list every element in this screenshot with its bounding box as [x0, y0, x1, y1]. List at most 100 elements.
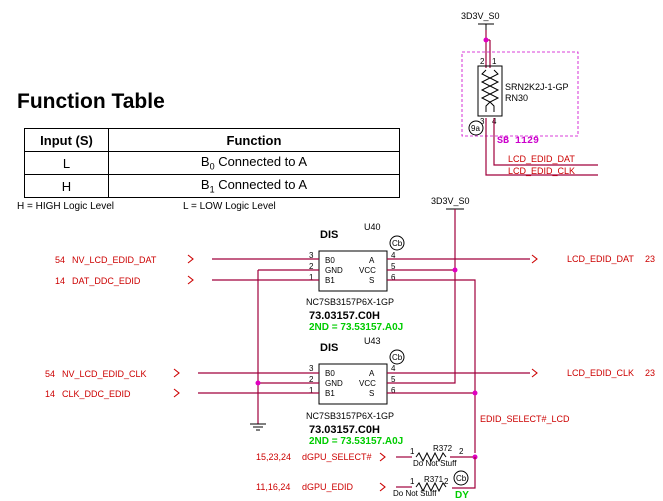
stuff-box	[461, 51, 579, 137]
wire-lcd-edid-dat	[493, 118, 598, 166]
u40-pin-num: 4	[391, 251, 396, 260]
u43-pin-num: 3	[309, 364, 314, 373]
rn-part: SRN2K2J-1-GP	[505, 82, 569, 92]
u43-pin-num: 1	[309, 386, 314, 395]
mux-u40: DIS U40 Cb B0 GND B1 A VCC S 3 2 1 4 5 6…	[55, 222, 655, 453]
function-suffix: Connected to A	[214, 177, 308, 193]
net-label-dgpu-select: dGPU_SELECT#	[302, 452, 372, 462]
u43-out-page: 23	[645, 368, 655, 378]
function-table-title: Function Table	[17, 90, 165, 113]
header-input: Input (S)	[24, 128, 109, 152]
legend-high: H = HIGH Logic Level	[17, 201, 114, 212]
u43-pin-name: A	[369, 369, 375, 378]
power-label-mux: 3D3V_S0	[431, 196, 470, 206]
r371-tag: DY	[455, 490, 469, 501]
resistor-r371-icon	[415, 481, 447, 493]
r372-page: 15,23,24	[256, 452, 291, 462]
function-table: Input (S) Function L B0 Connected to A H…	[24, 128, 400, 198]
net-label-dat-ddc-edid: DAT_DDC_EDID	[72, 276, 141, 286]
mux-power: 3D3V_S0	[431, 196, 470, 380]
rn-body	[477, 65, 503, 117]
net-label-nv-lcd-edid-clk: NV_LCD_EDID_CLK	[62, 369, 147, 379]
row-function: B1 Connected to A	[108, 174, 400, 198]
rn-ref: RN30	[505, 93, 528, 103]
function-prefix: B	[200, 154, 210, 170]
r371-badge-text: Cb	[456, 474, 467, 483]
u40-ref: U40	[364, 222, 381, 232]
u43-ref: U43	[364, 336, 381, 346]
badge-icon	[389, 349, 405, 365]
wire-select-down	[452, 457, 476, 489]
r372-pin2: 2	[459, 447, 464, 456]
u40-pin-name: B1	[325, 276, 335, 285]
u43-pin-num: 4	[391, 364, 396, 373]
junction-dot	[472, 390, 478, 396]
u40-pin-name: S	[369, 276, 374, 285]
resistor-zigzag-2	[488, 69, 500, 112]
resistor-network-rn30: 3D3V_S0 2 1 3 4 SRN2K2J-1-GP RN30 9a SB …	[461, 11, 598, 176]
u40-in-top-page: 54	[55, 255, 65, 265]
wire-lcd-edid-clk	[485, 118, 598, 176]
r371-ref: R371	[424, 475, 444, 484]
function-prefix: B	[200, 177, 210, 193]
r372-note: Do Not Stuff	[413, 459, 457, 468]
u40-in-bot-page: 14	[55, 276, 65, 286]
rn-badge-text: 9a	[471, 124, 480, 133]
u43-in-bot-page: 14	[45, 389, 55, 399]
net-label-edid-select: EDID_SELECT#_LCD	[480, 414, 570, 424]
junction-dot	[255, 380, 261, 386]
offpage-arrow-icon	[187, 254, 194, 264]
u43-pin-num: 5	[391, 375, 396, 384]
u40-pin-name: VCC	[359, 266, 376, 275]
row-function: B0 Connected to A	[108, 151, 400, 175]
u40-pin-num: 6	[391, 273, 396, 282]
u43-badge-text: Cb	[392, 353, 403, 362]
u43-pin-num: 6	[391, 386, 396, 395]
rn-pin-3: 3	[480, 117, 485, 126]
r372-pin1: 1	[410, 447, 415, 456]
u40-dis: DIS	[320, 229, 338, 241]
rn-pin-1: 1	[492, 57, 497, 66]
badge-icon	[468, 120, 484, 136]
net-label-nv-lcd-edid-dat: NV_LCD_EDID_DAT	[72, 255, 157, 265]
u40-pin-num: 1	[309, 273, 314, 282]
u43-pin-name: B0	[325, 369, 335, 378]
junction-dot	[483, 37, 489, 43]
u40-part: NC7SB3157P6X-1GP	[306, 297, 394, 307]
power-label-rn: 3D3V_S0	[461, 11, 500, 21]
u43-in-top-page: 54	[45, 369, 55, 379]
offpage-arrow-icon	[173, 388, 180, 398]
u40-alt: 2ND = 73.53157.A0J	[309, 322, 403, 333]
legend-low: L = LOW Logic Level	[183, 201, 276, 212]
u40-out-page: 23	[645, 254, 655, 264]
r371-note: Do Not Stuff	[393, 489, 437, 498]
offpage-arrow-icon	[379, 482, 386, 492]
row-input: H	[24, 174, 109, 198]
badge-icon	[453, 470, 469, 486]
u43-pin-num: 2	[309, 375, 314, 384]
net-label-lcd-edid-clk-out: LCD_EDID_CLK	[567, 368, 634, 378]
u40-pin-num: 2	[309, 262, 314, 271]
offpage-arrow-icon	[531, 368, 538, 378]
ground-symbol	[250, 270, 266, 431]
u40-body	[318, 250, 388, 292]
row-input: L	[24, 151, 109, 175]
u43-part: NC7SB3157P6X-1GP	[306, 411, 394, 421]
u40-pin-num: 3	[309, 251, 314, 260]
u43-pin-name: VCC	[359, 379, 376, 388]
resistor-r372-icon	[415, 451, 447, 463]
u40-badge-text: Cb	[392, 239, 403, 248]
resistor-zigzag-1	[480, 69, 492, 112]
net-label-clk-ddc-edid: CLK_DDC_EDID	[62, 389, 131, 399]
u40-pin-name: B0	[325, 256, 335, 265]
u43-body	[318, 363, 388, 405]
badge-icon	[389, 235, 405, 251]
wire-u40-s	[387, 279, 476, 453]
function-sub: 0	[209, 161, 215, 172]
u40-pn: 73.03157.C0H	[309, 310, 380, 322]
r372-ref: R372	[433, 444, 453, 453]
offpage-arrow-icon	[173, 368, 180, 378]
table-row: H B1 Connected to A	[24, 174, 400, 198]
